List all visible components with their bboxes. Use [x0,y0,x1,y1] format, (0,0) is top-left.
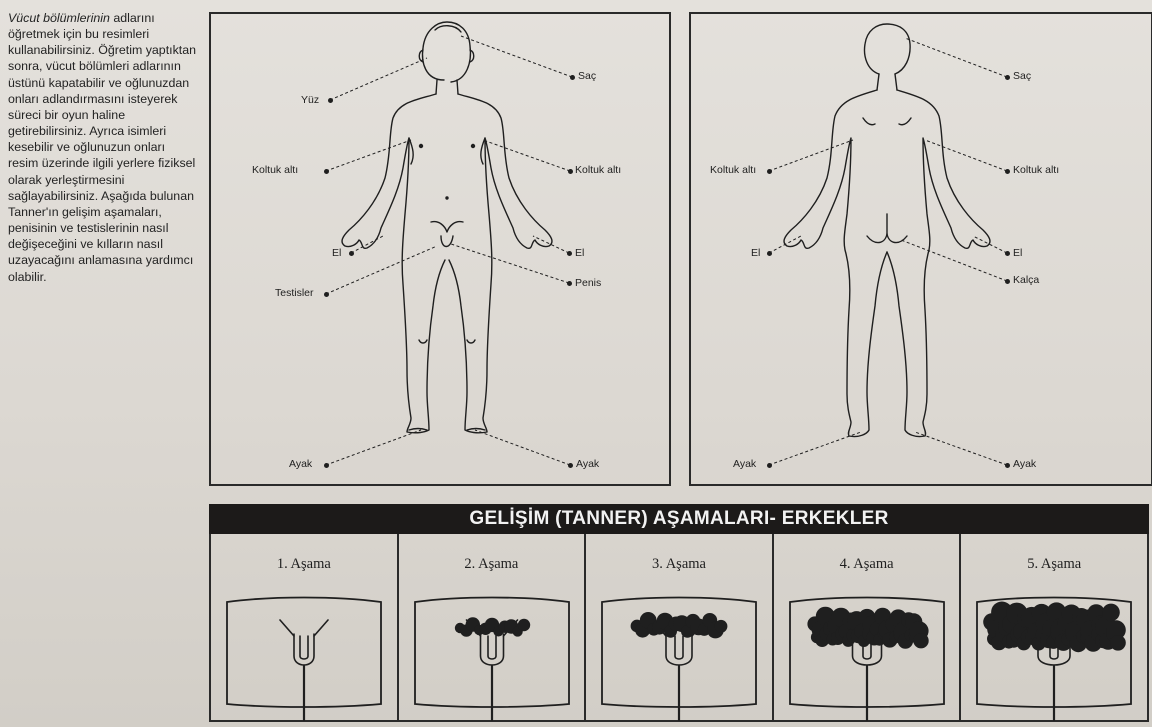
front-body-outline [211,14,669,484]
back-label-kalca: Kalça [1013,274,1039,286]
stage-label: 2. Aşama [399,556,585,573]
front-body-figure: Yüz Saç Koltuk altı Koltuk altı El El Te… [209,12,671,486]
sac-dot [570,75,575,80]
stage-panel: 2. Aşama [399,534,587,720]
stage-label: 1. Aşama [211,556,397,573]
back-el-left-dot [767,251,772,256]
label-koltuk-alti-right: Koltuk altı [575,164,621,176]
penis-dot [567,281,572,286]
back-label-koltuk-alti-right: Koltuk altı [1013,164,1059,176]
back-ayak-right-dot [1005,463,1010,468]
stage-illustration [961,594,1147,722]
stage-panel: 1. Aşama [211,534,399,720]
stage-label: 3. Aşama [586,556,772,573]
stage-panel: 3. Aşama [586,534,774,720]
back-label-ayak-right: Ayak [1013,458,1036,470]
back-label-ayak-left: Ayak [733,458,756,470]
ayak-right-dot [568,463,573,468]
back-kalca-dot [1005,279,1010,284]
back-koltuk-left-dot [767,169,772,174]
el-left-dot [349,251,354,256]
label-sac: Saç [578,70,596,82]
back-label-koltuk-alti-left: Koltuk altı [710,164,756,176]
koltuk-left-dot [324,169,329,174]
back-label-el-left: El [751,247,760,259]
ayak-left-dot [324,463,329,468]
back-koltuk-right-dot [1005,169,1010,174]
el-right-dot [567,251,572,256]
stage-label: 4. Aşama [774,556,960,573]
stage-illustration [211,594,397,722]
stage-panel: 5. Aşama [961,534,1149,720]
stage-panel: 4. Aşama [774,534,962,720]
back-label-el-right: El [1013,247,1022,259]
stage-label: 5. Aşama [961,556,1147,573]
label-el-left: El [332,247,341,259]
label-testisler: Testisler [275,287,314,299]
tanner-title-bar: GELİŞİM (TANNER) AŞAMALARI- ERKEKLER [209,504,1149,534]
koltuk-right-dot [568,169,573,174]
label-el-right: El [575,247,584,259]
label-yuz: Yüz [301,94,319,106]
stage-illustration [586,594,772,722]
back-el-right-dot [1005,251,1010,256]
label-koltuk-alti-left: Koltuk altı [252,164,298,176]
yuz-dot [328,98,333,103]
back-body-figure: Saç Koltuk altı Koltuk altı El El Kalça … [689,12,1152,486]
label-ayak-left: Ayak [289,458,312,470]
tanner-stages-panel: GELİŞİM (TANNER) AŞAMALARI- ERKEKLER 1. … [209,504,1149,722]
back-ayak-left-dot [767,463,772,468]
label-ayak-right: Ayak [576,458,599,470]
back-sac-dot [1005,75,1010,80]
label-penis: Penis [575,277,601,289]
tanner-stages-row: 1. Aşama 2. Aşama 3. Aşama 4. Aşama 5. A… [209,534,1149,722]
stage-illustration [774,594,960,722]
testisler-dot [324,292,329,297]
intro-paragraph: Vücut bölümlerinin adlarını öğretmek içi… [8,10,198,285]
back-label-sac: Saç [1013,70,1031,82]
stage-illustration [399,594,585,722]
intro-body-text: adlarını öğretmek için bu resimleri kull… [8,11,196,284]
intro-italic-text: Vücut bölümlerinin [8,11,110,25]
